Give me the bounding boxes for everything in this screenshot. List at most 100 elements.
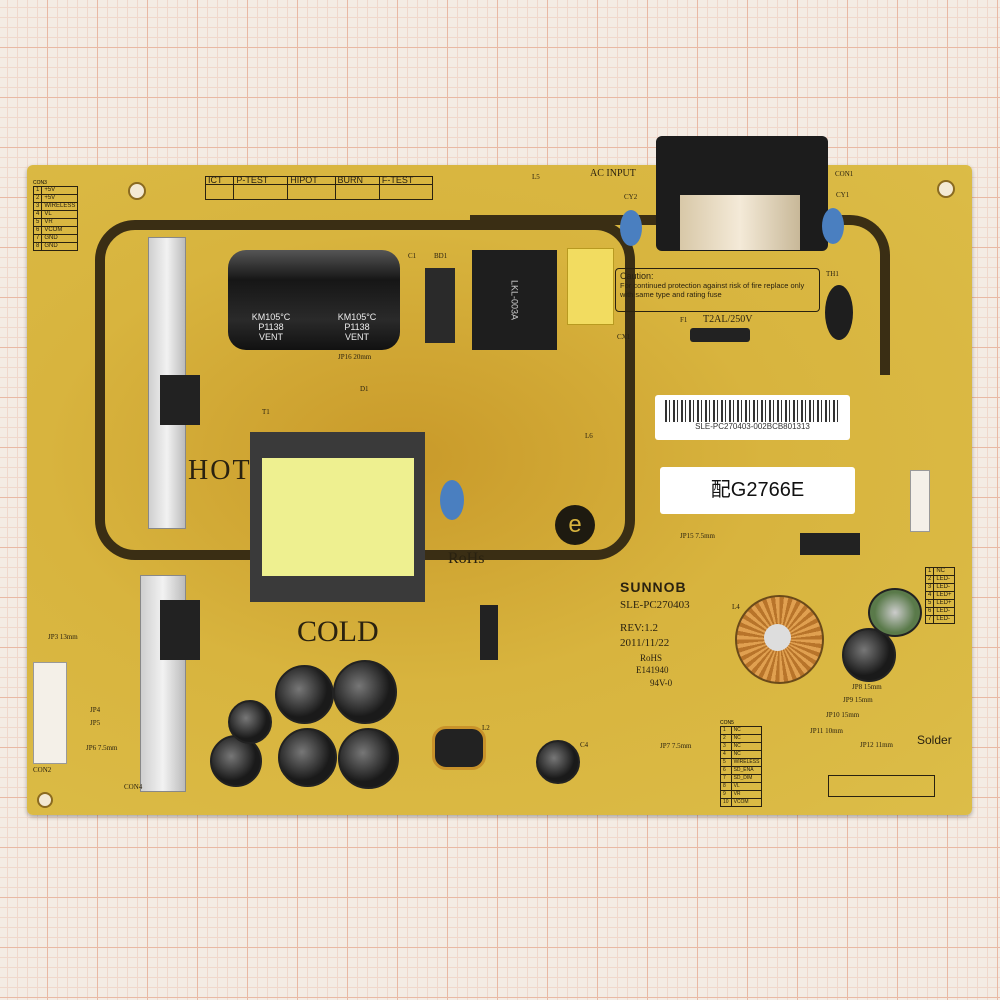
mounting-hole <box>128 182 146 200</box>
ref-con1: CON1 <box>835 170 854 178</box>
mounting-hole <box>37 792 53 808</box>
capacitor <box>278 728 337 787</box>
jumper-label-jp4: JP4 <box>90 706 101 714</box>
cap-print: KM105°C <box>337 312 377 322</box>
pin-number: 6 <box>32 226 43 235</box>
common-mode-choke: LKL-003A <box>472 250 557 350</box>
pin-number: 10 <box>720 798 732 807</box>
rohs-logo: RoHs <box>448 550 485 567</box>
pin-signal: WIRELESS <box>730 758 763 767</box>
pin-signal: NC <box>933 567 955 576</box>
barcode-text: SLE-PC270403-002BCB801313 <box>695 422 810 431</box>
diode-module <box>160 600 200 660</box>
pin-number: 8 <box>32 242 43 251</box>
pin-number: 3 <box>720 742 732 751</box>
diode <box>480 605 498 660</box>
jumper-label-jp7: JP7 7.5mm <box>660 742 692 750</box>
jumper-label-jp5: JP5 <box>90 719 101 727</box>
con5-connector <box>828 775 935 797</box>
ac-inlet-body <box>680 195 800 250</box>
pin-number: 4 <box>924 591 935 600</box>
pin-number: 2 <box>32 194 43 203</box>
ref-c4: C4 <box>580 741 589 749</box>
capacitor <box>842 628 896 682</box>
ref-d1: D1 <box>360 385 369 393</box>
caution-text: For continued protection against risk of… <box>620 281 805 299</box>
y-capacitor <box>822 208 844 244</box>
pin-number: 5 <box>32 218 43 227</box>
capacitor <box>338 728 399 789</box>
pin-number: 6 <box>720 766 732 775</box>
pin-signal: LED- <box>933 607 955 616</box>
pin-signal: NC <box>730 734 763 743</box>
date: 2011/11/22 <box>620 637 670 650</box>
pin-number: 6 <box>924 607 935 616</box>
jumper-label-jp6: JP6 7.5mm <box>86 744 118 752</box>
pin-number: 7 <box>32 234 43 243</box>
pin-signal: NC <box>730 742 763 751</box>
jumper-label-jp15: JP15 7.5mm <box>680 532 716 540</box>
ref-l5: L5 <box>532 173 540 181</box>
fuse <box>690 328 750 342</box>
pin-number: 1 <box>720 726 732 735</box>
cap-print: KM105°C <box>251 312 291 322</box>
capacitor <box>275 665 334 724</box>
ref-f1: F1 <box>680 316 688 324</box>
capacitor <box>333 660 397 724</box>
pin-signal: SD_ENA <box>730 766 763 775</box>
pin-signal: LED- <box>933 615 955 624</box>
flammability-rating: 94V-0 <box>650 677 673 688</box>
pin-signal: VL <box>730 782 763 791</box>
fuse-rating: T2AL/250V <box>703 314 753 325</box>
pin-number: 1 <box>32 186 43 195</box>
con2-connector <box>33 662 67 764</box>
capacitor <box>228 700 272 744</box>
con3-row: 2+5V <box>32 194 79 203</box>
pin-signal: NC <box>730 750 763 759</box>
capacitor <box>868 588 922 637</box>
pin-signal: LED- <box>933 575 955 584</box>
jumper-label-jp11: JP11 10mm <box>810 727 843 735</box>
model-label: 配G2766E <box>660 467 855 514</box>
jumper-label-jp12: JP12 11mm <box>860 741 893 749</box>
ref-c1: C1 <box>408 252 417 260</box>
ul-cert: E141940 <box>636 665 669 676</box>
pin-signal: LED+ <box>933 599 955 608</box>
pin-signal: VL <box>41 210 79 219</box>
recycle-e-icon: e <box>555 505 595 545</box>
pin-signal: WIRELESS <box>41 202 79 211</box>
con6-connector <box>910 470 930 532</box>
rohs-text: RoHS <box>640 652 663 663</box>
cap-print: VENT <box>258 332 283 342</box>
y-capacitor <box>620 210 642 246</box>
test-burn: BURN <box>334 176 380 185</box>
pin-signal: VR <box>41 218 79 227</box>
hot-label: HOT <box>188 455 252 486</box>
pin-signal: NC <box>730 726 763 735</box>
pin-number: 3 <box>924 583 935 592</box>
pin-number: 7 <box>720 774 732 783</box>
capacitor <box>210 735 262 787</box>
y-capacitor <box>440 480 464 520</box>
test-ict: ICT <box>204 176 235 185</box>
pin-signal: VCOM <box>41 226 79 235</box>
test-f: F-TEST <box>378 176 434 185</box>
mounting-hole <box>937 180 955 198</box>
ref-t1: T1 <box>262 408 270 416</box>
ref-con2: CON2 <box>33 766 52 774</box>
